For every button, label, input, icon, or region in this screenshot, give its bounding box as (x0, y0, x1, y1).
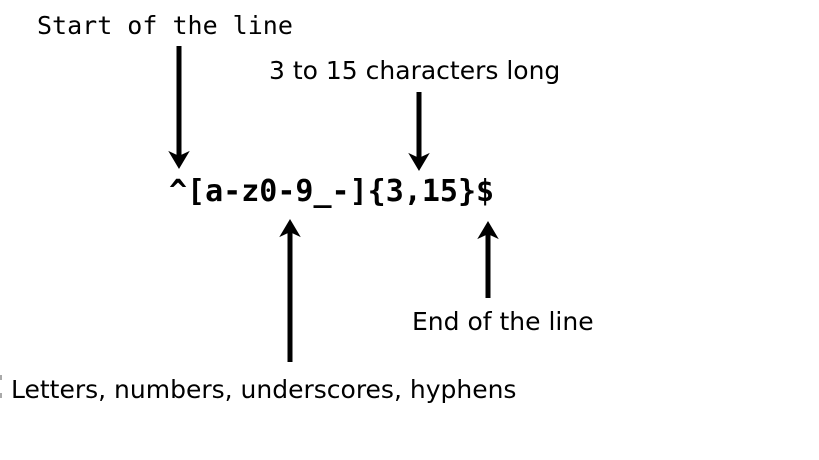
end-of-line-label: End of the line (412, 307, 594, 336)
length-label: 3 to 15 characters long (269, 56, 561, 85)
arrow-down-length-icon (408, 92, 430, 171)
arrow-up-end-icon (477, 221, 499, 298)
character-class-label: Letters, numbers, underscores, hyphens (11, 375, 517, 404)
left-edge-artifact (0, 393, 2, 398)
start-of-line-label: Start of the line (37, 11, 293, 40)
arrow-up-character-class-icon (279, 219, 301, 362)
regex-pattern-text: ^[a-z0-9_-]{3,15}$ (169, 174, 495, 209)
arrow-down-start-icon (168, 46, 190, 169)
left-edge-artifact (0, 375, 2, 380)
